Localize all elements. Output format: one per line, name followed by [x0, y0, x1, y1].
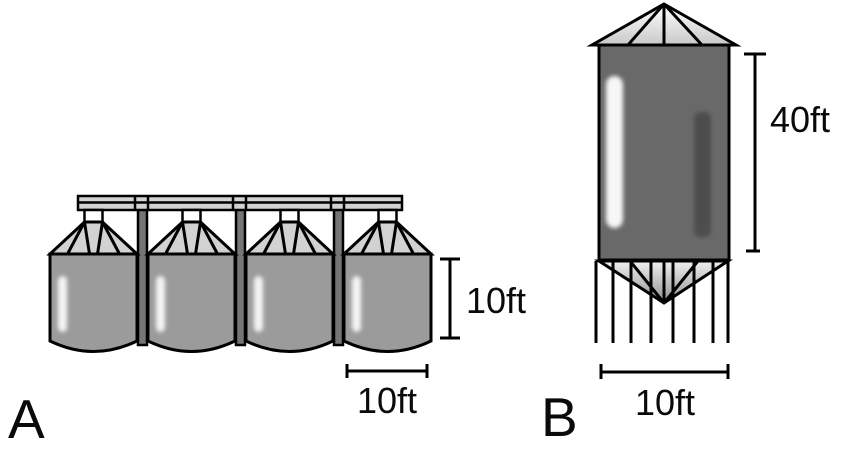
- conveyor-beam-joints: [133, 196, 346, 210]
- support-post: [136, 207, 149, 347]
- figure-a-height-label: 10ft: [466, 280, 527, 321]
- figure-b-width-dimension-line: [599, 364, 730, 379]
- figure-b-letter: B: [541, 386, 578, 448]
- figure-a-group: [50, 194, 460, 378]
- figure-a-height-dimension-line: [440, 257, 460, 340]
- tall-silo-shadow-stripe: [694, 112, 711, 237]
- tall-silo-hopper-ribs: [628, 260, 700, 304]
- support-post: [234, 207, 247, 347]
- figure-b-group: [586, 2, 766, 379]
- tall-silo-roof-ribs: [626, 2, 704, 47]
- silo-1: [50, 210, 137, 352]
- silo-2: [148, 210, 235, 352]
- tall-silo-highlight: [606, 76, 623, 228]
- tall-silo-legs: [594, 261, 730, 343]
- silo-3: [246, 210, 333, 352]
- figure-b-width-label: 10ft: [634, 382, 696, 423]
- silo-4: [344, 210, 431, 352]
- figure-b-height-dimension-line: [744, 52, 766, 253]
- figure-a-width-dimension-line: [345, 364, 429, 378]
- support-post: [332, 207, 345, 347]
- figure-a-width-label: 10ft: [356, 380, 418, 421]
- figure-b-height-label: 40ft: [770, 99, 831, 140]
- figure-a-letter: A: [8, 388, 45, 450]
